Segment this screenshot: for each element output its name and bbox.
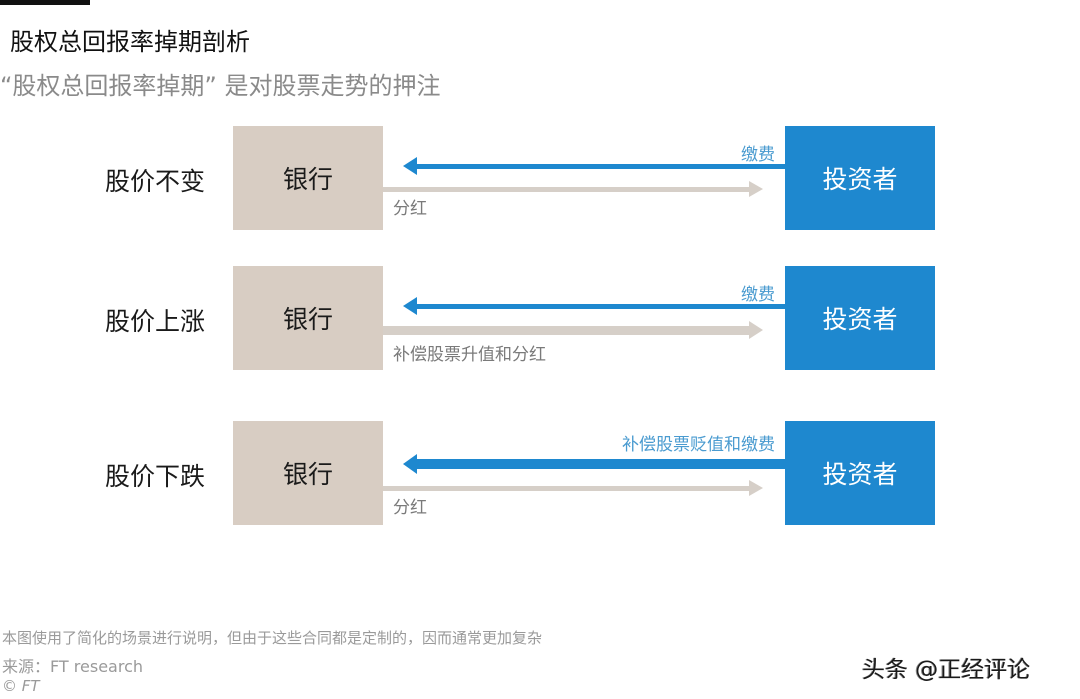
arrow-right-head-icon xyxy=(749,181,763,197)
bank-box: 银行 xyxy=(233,126,383,230)
bank-to-investor-label: 分红 xyxy=(393,199,427,219)
investor-label: 投资者 xyxy=(822,165,898,194)
diagram-subtitle: “股权总回报率掉期” 是对股票走势的押注 xyxy=(0,72,441,100)
watermark: 头条 @正经评论 xyxy=(862,657,1031,683)
scenario-row-unchanged: 股价不变 银行 缴费 分红 投资者 xyxy=(0,126,1080,232)
arrow-left-head-icon xyxy=(403,454,417,474)
source-line: 来源：FT research xyxy=(2,657,144,676)
scenario-row-rise: 股价上涨 银行 缴费 补偿股票升值和分红 投资者 xyxy=(0,266,1080,372)
bank-box: 银行 xyxy=(233,266,383,370)
bank-label: 银行 xyxy=(282,460,333,489)
arrow-right-head-icon xyxy=(749,480,763,496)
investor-box: 投资者 xyxy=(785,421,935,525)
investor-label: 投资者 xyxy=(822,305,898,334)
bank-to-investor-label: 补偿股票升值和分红 xyxy=(393,345,546,365)
arrow-left-head-icon xyxy=(403,297,417,315)
investor-to-bank-label: 缴费 xyxy=(741,145,775,165)
scenario-label: 股价不变 xyxy=(105,167,206,196)
arrow-left-head-icon xyxy=(403,157,417,175)
investor-label: 投资者 xyxy=(822,460,898,489)
footnote: 本图使用了简化的场景进行说明，但由于这些合同都是定制的，因而通常更加复杂 xyxy=(2,629,543,647)
scenario-row-fall: 股价下跌 银行 补偿股票贬值和缴费 分红 投资者 xyxy=(0,421,1080,527)
investor-to-bank-label: 缴费 xyxy=(741,285,775,305)
investor-box: 投资者 xyxy=(785,266,935,370)
top-accent-bar xyxy=(0,0,90,5)
bank-label: 银行 xyxy=(282,305,333,334)
investor-box: 投资者 xyxy=(785,126,935,230)
diagram-title: 股权总回报率掉期剖析 xyxy=(10,28,250,56)
bank-label: 银行 xyxy=(282,165,333,194)
scenario-label: 股价上涨 xyxy=(105,307,206,336)
investor-to-bank-label: 补偿股票贬值和缴费 xyxy=(622,435,775,455)
scenario-label: 股价下跌 xyxy=(105,462,206,491)
bank-to-investor-label: 分红 xyxy=(393,498,427,518)
bank-box: 银行 xyxy=(233,421,383,525)
copyright: © FT xyxy=(2,677,40,695)
arrow-right-head-icon xyxy=(749,321,763,339)
